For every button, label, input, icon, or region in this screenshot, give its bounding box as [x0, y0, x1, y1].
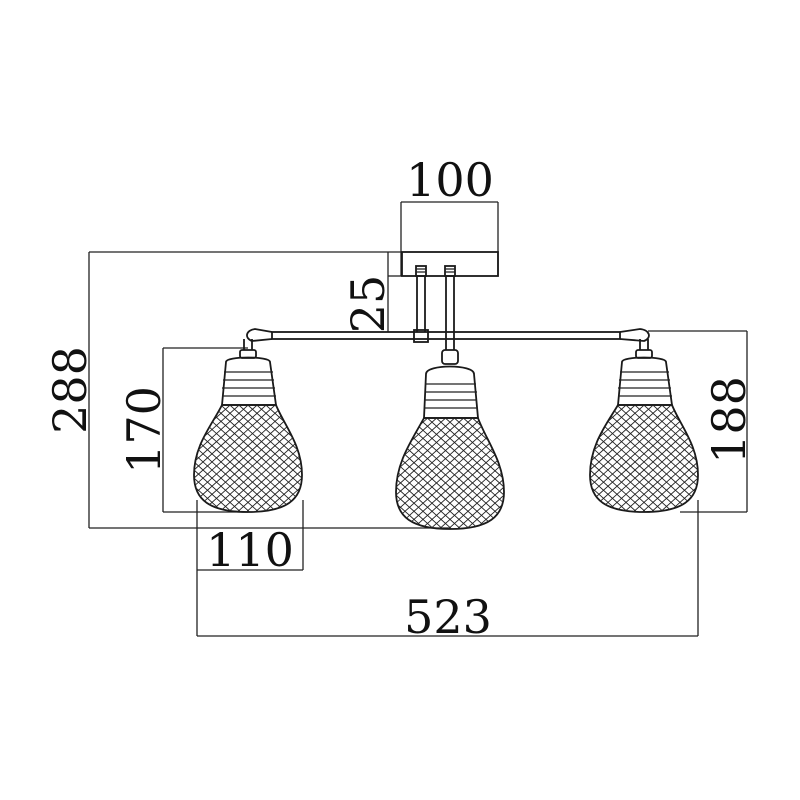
mounting-rods: [415, 265, 456, 350]
total-height-label: 288: [43, 346, 97, 434]
lamp-fixture: [246, 251, 650, 350]
dimension-labels: 100 25 288 170 110 523 188: [43, 153, 756, 644]
shade-drop-label: 188: [702, 376, 756, 464]
dimension-lines: [88, 201, 748, 637]
shade-width-label: 110: [206, 523, 294, 577]
lamp-head-center: [395, 349, 505, 530]
canopy-height-label: 25: [341, 275, 395, 334]
shade-height-label: 170: [117, 386, 171, 474]
horizontal-arm: [246, 328, 650, 343]
total-width-label: 523: [404, 590, 492, 644]
canopy-width-label: 100: [406, 153, 494, 207]
